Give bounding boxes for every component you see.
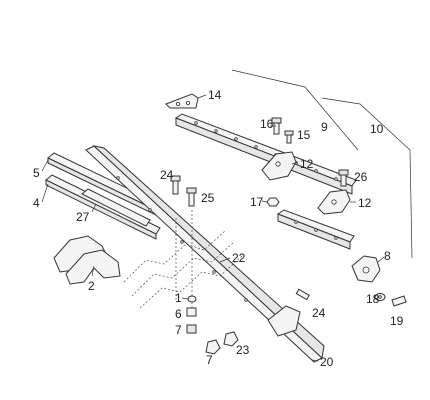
callout-14: 14 (208, 88, 222, 102)
callout-6: 6 (175, 307, 182, 321)
leader-14 (197, 94, 207, 99)
bolt-24-right (295, 288, 310, 301)
plate-hole (175, 102, 180, 107)
callout-5: 5 (33, 166, 40, 180)
leader-27 (91, 203, 97, 213)
callout-7b: 7 (206, 353, 213, 367)
washer-hole (378, 295, 382, 299)
callout-19: 19 (390, 314, 404, 328)
bolt-24-left (172, 179, 179, 195)
leader-20 (311, 359, 319, 362)
callout-10: 10 (370, 122, 384, 136)
bolt-15-head (284, 130, 294, 136)
plate-14 (165, 93, 199, 109)
group-bracket-10 (321, 97, 413, 259)
bracket-24-right (267, 305, 301, 337)
bolt-26-head (338, 169, 349, 176)
bolt-24-left-head (170, 175, 181, 182)
knife-bar-hole (334, 236, 338, 240)
callout-7a: 7 (175, 323, 182, 337)
callout-24b: 24 (312, 306, 326, 320)
callout-8: 8 (384, 249, 391, 263)
callout-2: 2 (88, 279, 95, 293)
callout-18: 18 (366, 292, 380, 306)
guide-plate-hole (275, 161, 281, 167)
callout-16: 16 (260, 117, 274, 131)
nut-17 (266, 197, 280, 207)
bolt-26 (340, 173, 347, 187)
bolt-19 (391, 295, 407, 307)
leader-8 (377, 256, 385, 263)
leader-2 (91, 265, 95, 277)
callout-9: 9 (321, 120, 328, 134)
group-bracket-9 (231, 69, 359, 151)
callout-4: 4 (33, 196, 40, 210)
bolt-25-head (186, 187, 197, 194)
spacer-7 (186, 324, 197, 334)
guide-plate-hole (331, 199, 337, 205)
leader-1 (181, 297, 189, 300)
bolt-16 (273, 121, 280, 135)
leader-22 (219, 257, 231, 263)
leader-4 (41, 183, 49, 203)
callout-27: 27 (76, 210, 90, 224)
leader-12a (291, 161, 299, 165)
bolt-25 (188, 191, 195, 207)
callout-24a: 24 (160, 168, 174, 182)
washer-1 (187, 295, 197, 303)
knife-bar-hole (314, 228, 318, 232)
callout-15: 15 (297, 128, 311, 142)
callout-12a: 12 (300, 157, 314, 171)
nut-7 (205, 339, 221, 355)
callout-17: 17 (250, 195, 264, 209)
knife-bar-hole (294, 220, 298, 224)
callout-25: 25 (201, 191, 215, 205)
callout-20: 20 (320, 355, 334, 369)
callout-1: 1 (175, 291, 182, 305)
plate-hole (185, 101, 190, 106)
callout-22: 22 (232, 251, 246, 265)
leader-5 (41, 159, 49, 172)
drive-bracket-hole (362, 266, 370, 274)
strap-27 (81, 188, 151, 227)
callout-12b: 12 (358, 196, 372, 210)
callout-23: 23 (236, 343, 250, 357)
strap-4-side (45, 179, 157, 240)
knife-guard-2b (65, 249, 121, 285)
nut-23 (223, 331, 239, 347)
spacer-6 (186, 307, 197, 317)
leader-17 (261, 200, 268, 203)
knife-bar-lower (276, 209, 355, 243)
knife-section-dashed (123, 210, 243, 318)
angle-bar-20-face (92, 145, 325, 359)
callout-26: 26 (354, 170, 368, 184)
bolt-16-head (271, 117, 282, 124)
